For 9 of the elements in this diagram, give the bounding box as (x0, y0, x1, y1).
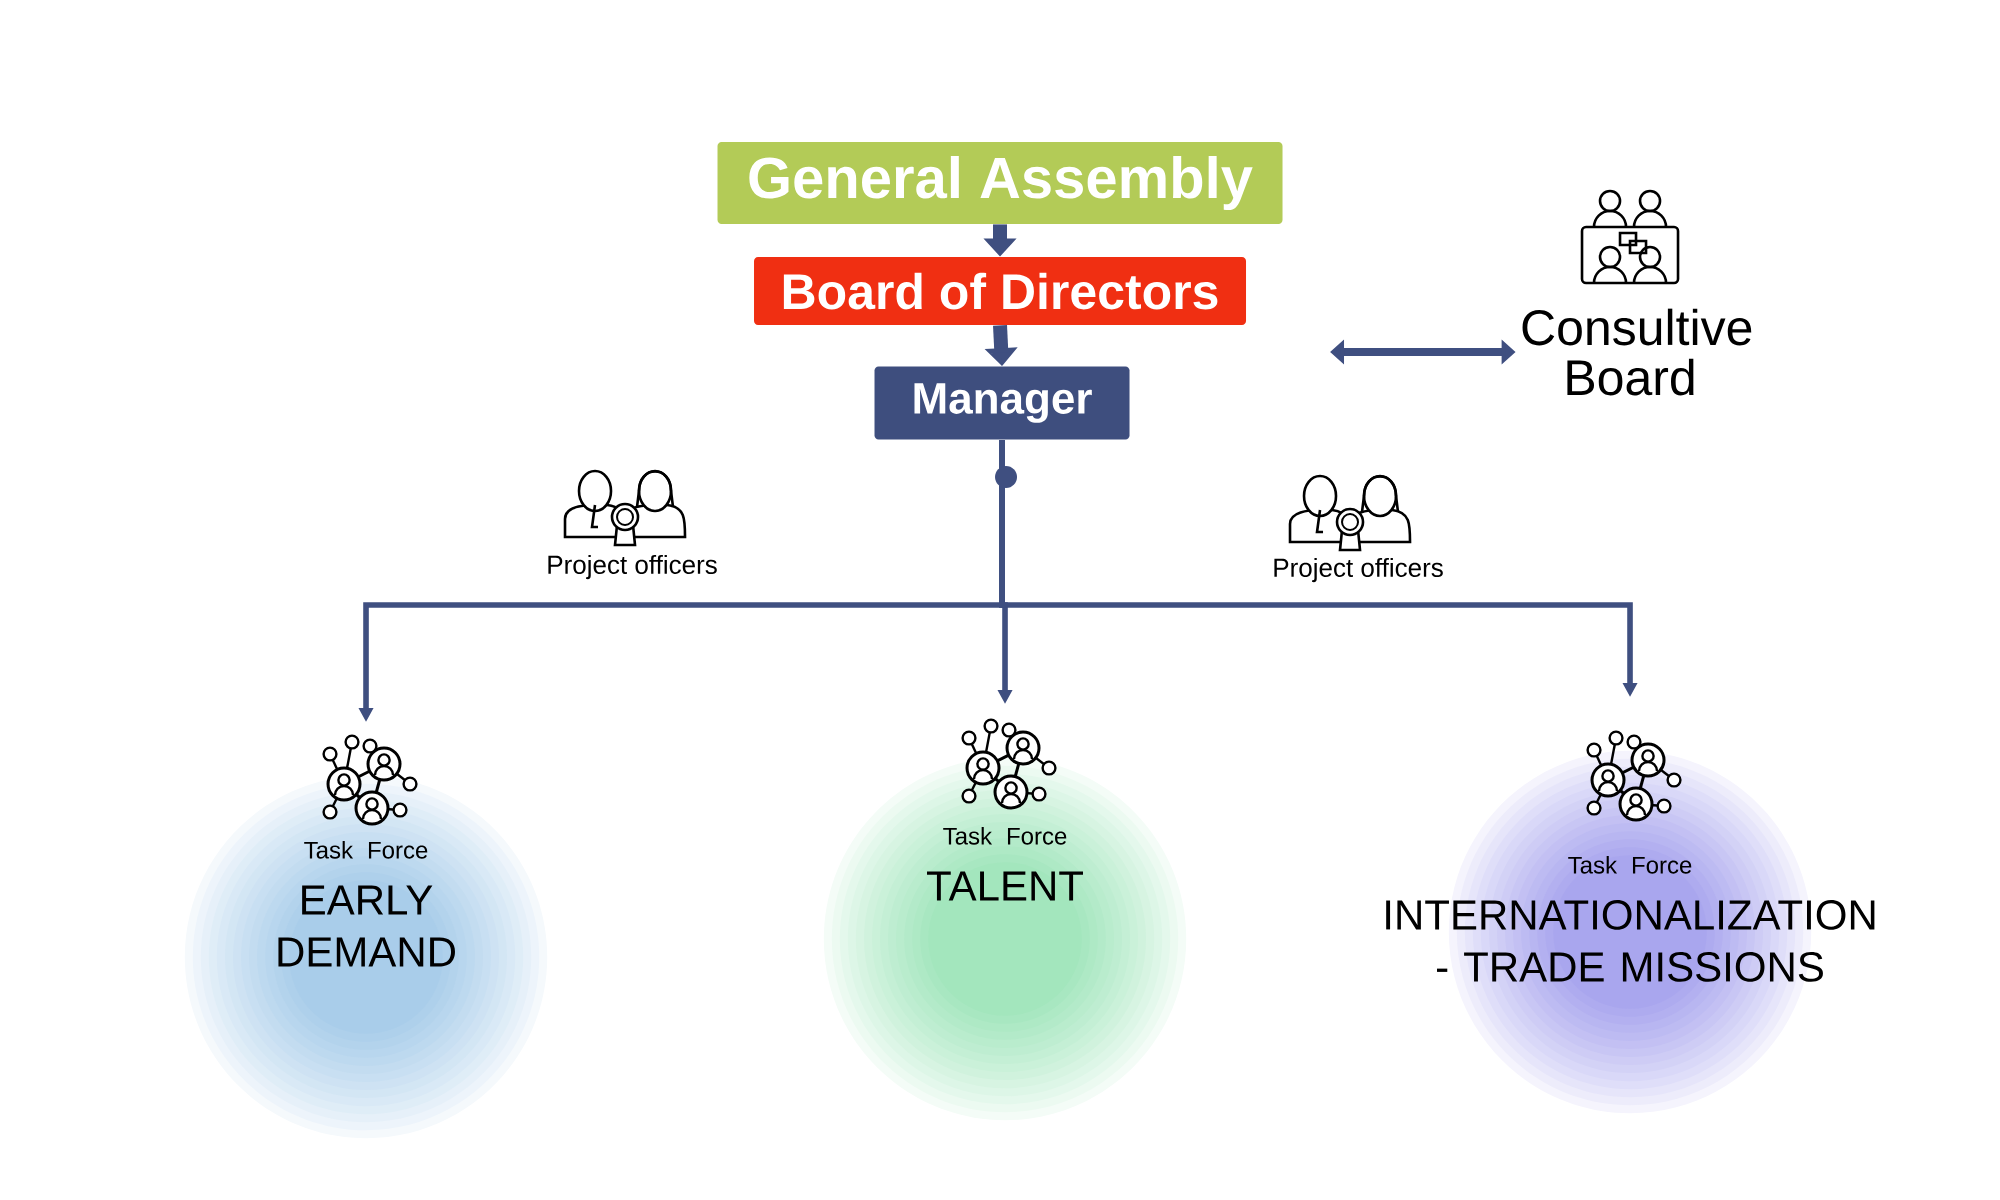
board-label: Consultive Board (1522, 308, 1752, 396)
box: Board of Directors (754, 257, 1246, 325)
box: Manager (874, 366, 1130, 440)
icon-caption: Project officers (1274, 557, 1443, 583)
box: General Assembly (717, 142, 1283, 224)
task-force-label: Task Force EARLY DEMAND (278, 841, 455, 967)
task-force-label: Task Force INTERNATIONALIZATION - TRADE MISSIONS (1386, 856, 1875, 982)
task-force-label: Task Force TALENT (927, 827, 1083, 901)
icon-caption: Project officers (548, 554, 717, 580)
